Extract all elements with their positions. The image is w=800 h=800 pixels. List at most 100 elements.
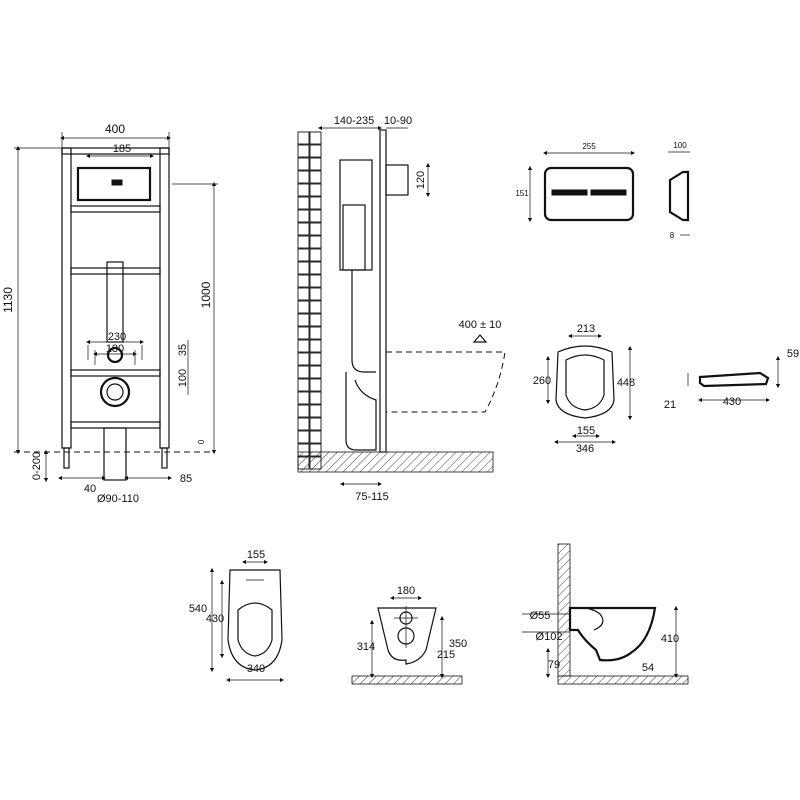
side-drain-pipe: [345, 372, 377, 451]
bowl-top-outline: [227, 569, 283, 671]
dim-bowl-front-height-left: 314: [357, 641, 375, 653]
button-box: [76, 166, 152, 202]
bowl-side-wall: [557, 543, 571, 677]
seat-opening: [565, 354, 605, 411]
bowl-side-outline: [568, 606, 657, 662]
brick: [309, 404, 322, 418]
brick: [309, 391, 322, 405]
dim-anchor-offset: 35: [177, 344, 189, 356]
frame-right-post: [159, 147, 170, 449]
flush-plate-front: [543, 166, 635, 222]
dim-outlet-diameter: Ø102: [536, 631, 563, 643]
brick: [309, 313, 322, 327]
brick: [309, 209, 322, 223]
brick: [309, 235, 322, 249]
dim-wall-gap: 10-90: [384, 115, 412, 127]
dim-seat-width-top: 213: [577, 323, 595, 335]
drain-pipe: [103, 427, 127, 481]
dim-drain-offset: 100: [177, 369, 189, 387]
brick: [309, 378, 322, 392]
flush-plate-view: 255 151 100 8: [515, 141, 690, 240]
bowl-top-view: 155 540 430 340: [189, 549, 285, 683]
frame-upper-crossbar: [70, 205, 161, 213]
seat-top-view: 213 260 448 155 346: [533, 323, 635, 455]
bowl-top-opening: [237, 602, 273, 657]
brick-wall: [297, 131, 322, 470]
dim-pipe-diameter: Ø90-110: [97, 493, 139, 505]
brick: [297, 144, 310, 158]
bowl-side-floor: [557, 675, 689, 685]
bowl-front-view: 180 314 350 215: [351, 585, 467, 685]
brick: [297, 365, 310, 379]
brick: [297, 430, 310, 444]
dim-total-height: 1130: [1, 287, 15, 313]
bowl-outline: [386, 351, 506, 413]
brick: [297, 157, 310, 171]
brick: [309, 131, 322, 145]
frame-cistern-bottom: [70, 267, 161, 275]
brick: [297, 378, 310, 392]
brick: [297, 209, 310, 223]
brick: [297, 391, 310, 405]
dim-cistern-height: 120: [415, 171, 427, 189]
dim-bolt-spacing: 180: [397, 585, 415, 597]
brick: [309, 170, 322, 184]
brick: [309, 274, 322, 288]
brick: [297, 196, 310, 210]
dim-side-depth: 140-235: [334, 115, 374, 127]
dim-foot-offset: 85: [180, 473, 192, 485]
button-slot: [111, 179, 123, 186]
dim-seat-total-width: 346: [576, 443, 594, 455]
flush-button-left: [551, 189, 588, 196]
brick: [309, 196, 322, 210]
dim-leg-adjust: 0-200: [31, 452, 43, 480]
dim-frame-width: 400: [105, 122, 125, 136]
dim-plate-thickness: 8: [670, 231, 675, 240]
seat-outline: [555, 345, 615, 419]
frame-front-view: 400 185 1130 1000 230 180 35 100 0 0-200…: [1, 122, 218, 505]
drain-outlet: [99, 376, 131, 408]
frame-side-view: 140-235 10-90 120 400 ± 10 75-115: [297, 115, 506, 503]
brick: [297, 183, 310, 197]
frame-left-post: [61, 147, 72, 449]
brick: [297, 417, 310, 431]
brick: [309, 261, 322, 275]
dim-leg-offset: 40: [84, 483, 96, 495]
dim-bowl-inner-length: 430: [206, 613, 224, 625]
side-floor: [297, 451, 494, 473]
side-frame-post: [379, 129, 387, 453]
brick: [297, 300, 310, 314]
dim-button-height: 1000: [199, 281, 213, 308]
brick: [297, 222, 310, 236]
dim-anchor-inner: 180: [106, 343, 124, 355]
dim-bowl-height: 400 ± 10: [459, 319, 502, 331]
brick: [297, 339, 310, 353]
brick: [309, 430, 322, 444]
brick: [297, 274, 310, 288]
bowl-front-floor: [351, 675, 463, 685]
brick: [309, 144, 322, 158]
brick: [309, 300, 322, 314]
brick: [297, 313, 310, 327]
brick: [309, 352, 322, 366]
floor-mark: 0: [197, 439, 206, 444]
dim-outlet-height: 79: [548, 659, 560, 671]
seat-profile: [698, 371, 770, 388]
brick: [309, 326, 322, 340]
dim-bowl-total-height: 410: [661, 633, 679, 645]
bowl-front-outline: [377, 607, 437, 665]
brick: [309, 183, 322, 197]
dim-bowl-front-height-right-top: 350: [449, 638, 467, 650]
dim-bowl-front-height-right-bottom: 215: [437, 649, 455, 661]
brick: [297, 287, 310, 301]
brick: [297, 261, 310, 275]
dim-plate-height: 151: [515, 189, 529, 198]
brick: [297, 352, 310, 366]
side-flush-pipe: [351, 270, 376, 373]
dim-bowl-length: 540: [189, 603, 207, 615]
frame-mid-crossbar: [70, 369, 161, 377]
brick: [297, 170, 310, 184]
dim-seat-hinge-width: 155: [577, 425, 595, 437]
dim-plate-width: 255: [582, 142, 596, 151]
